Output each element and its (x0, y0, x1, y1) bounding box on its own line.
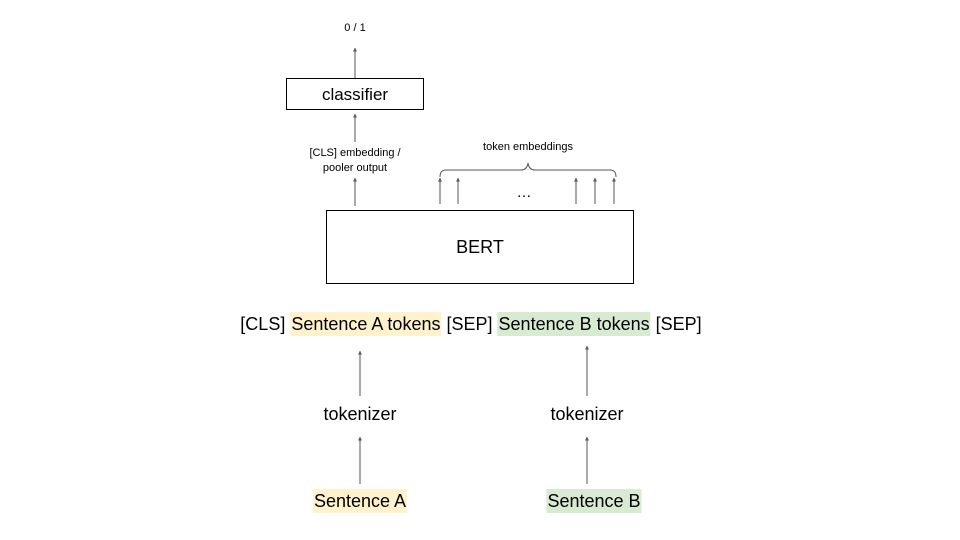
sentence-a-text: Sentence A (312, 489, 408, 513)
cls-embedding-label-line2: pooler output (322, 162, 388, 174)
tokenizer-a-label: tokenizer (323, 404, 397, 424)
sentence-b-tokens: Sentence B tokens (497, 312, 651, 336)
sep-token-2: [SEP] (655, 314, 702, 334)
output-label: 0 / 1 (344, 22, 366, 34)
bert-label: BERT (456, 237, 504, 257)
classifier-label: classifier (321, 84, 389, 104)
classifier-box: classifier (286, 78, 424, 110)
cls-token: [CLS] (240, 314, 286, 334)
sentence-b-input: Sentence B (546, 489, 642, 513)
bert-box: BERT (326, 210, 634, 284)
token-ellipsis: … (516, 184, 532, 201)
token-embeddings-label: token embeddings (483, 141, 573, 153)
token-sequence: [CLS] Sentence A tokens [SEP] Sentence B… (240, 312, 702, 336)
token-embeddings-brace (439, 162, 617, 178)
tokenizer-b-label: tokenizer (550, 404, 624, 424)
sep-token-1: [SEP] (446, 314, 493, 334)
cls-embedding-label-line1: [CLS] embedding / (309, 147, 401, 159)
sentence-a-tokens: Sentence A tokens (290, 312, 442, 336)
sentence-a-input: Sentence A (312, 489, 408, 513)
sentence-b-text: Sentence B (546, 489, 642, 513)
